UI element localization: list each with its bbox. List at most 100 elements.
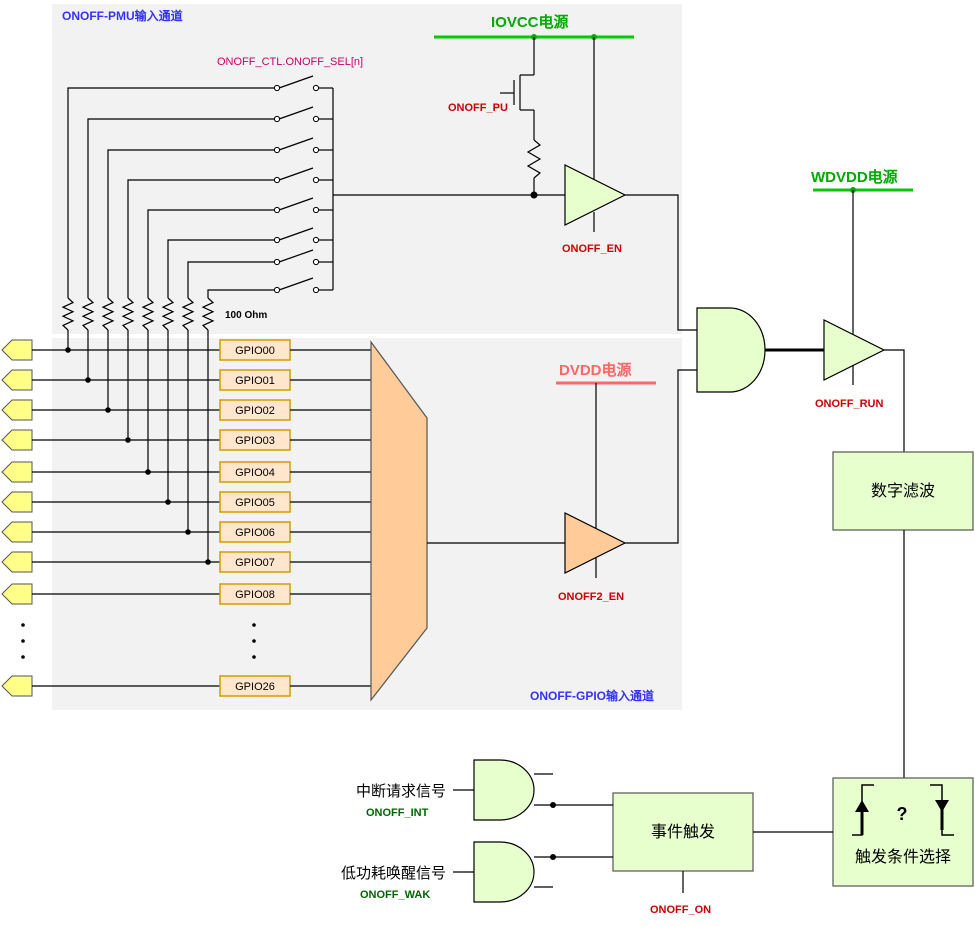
resistor-array — [61, 297, 215, 331]
switch-contact-right — [312, 146, 320, 154]
gpio-label: GPIO01 — [235, 375, 275, 387]
switch-feed-wire — [67, 87, 275, 298]
pad-junction — [165, 499, 171, 505]
pu-label: ONOFF_PU — [448, 102, 508, 114]
switch-blade — [278, 227, 314, 241]
pad-junction — [205, 559, 211, 565]
wak-label: 低功耗唤醒信号 — [341, 864, 446, 882]
switch-feed-wire — [147, 209, 275, 298]
io-pad — [1, 369, 33, 391]
resistor-100ohm — [61, 297, 75, 331]
gpio-label: GPIO02 — [235, 405, 275, 417]
en2-label: ONOFF2_EN — [558, 591, 624, 603]
gpio-label: GPIO04 — [235, 467, 275, 479]
pullup-resistor — [526, 139, 542, 179]
io-pad — [1, 429, 33, 451]
io-pad — [1, 461, 33, 483]
switch-blade — [278, 197, 314, 211]
resistor-100ohm — [161, 297, 175, 331]
switch-blade — [278, 249, 314, 263]
dvdd-label: DVDD电源 — [559, 361, 632, 379]
switch-contact-right — [312, 286, 320, 294]
buffer-to-and-wire-a — [625, 194, 697, 331]
pad-junction — [105, 407, 111, 413]
gpio-label: GPIO07 — [235, 557, 275, 569]
resistor-100ohm — [181, 297, 195, 331]
pad-junction — [65, 347, 71, 353]
pad-junction — [185, 529, 191, 535]
iovcc-buffer — [564, 164, 627, 226]
switch-contact-right — [312, 258, 320, 266]
pad-junction — [125, 437, 131, 443]
trigger-select-block — [832, 777, 974, 887]
gpio-ellipsis — [252, 623, 256, 659]
io-pad — [1, 491, 33, 513]
gpio-mux — [370, 340, 428, 702]
iovcc-label: IOVCC电源 — [491, 13, 569, 31]
ohm-label: 100 Ohm — [225, 310, 267, 321]
gpio-region-title: ONOFF-GPIO输入通道 — [530, 688, 654, 703]
buffer-to-and-wire-b — [625, 369, 697, 544]
io-pad — [1, 399, 33, 421]
switch-feed-wire — [207, 289, 275, 298]
switch-contact-right — [312, 176, 320, 184]
switch-contact-left — [273, 258, 281, 266]
dvdd-buffer — [564, 512, 627, 574]
gpio-array: GPIO00GPIO01GPIO02GPIO03GPIO04GPIO05GPIO… — [1, 330, 371, 697]
on-label: ONOFF_ON — [650, 904, 711, 916]
pmu-region-title: ONOFF-PMU输入通道 — [62, 8, 183, 23]
resistor-100ohm — [201, 297, 215, 331]
int-sublabel: ONOFF_INT — [366, 807, 429, 819]
trigger-select-label: 触发条件选择 — [855, 847, 951, 866]
run-label: ONOFF_RUN — [815, 398, 884, 410]
switch-contact-right — [312, 206, 320, 214]
resistor-100ohm — [101, 297, 115, 331]
digital-filter-block — [832, 451, 974, 531]
pad-ellipsis — [21, 623, 25, 659]
falling-edge-icon — [930, 784, 954, 836]
pad-junction — [85, 377, 91, 383]
wdvdd-label: WDVDD电源 — [811, 168, 898, 186]
io-pad — [1, 339, 33, 361]
switch-blade — [278, 75, 314, 89]
io-pad — [1, 551, 33, 573]
io-pad — [1, 521, 33, 543]
resistor-100ohm — [121, 297, 135, 331]
switch-contact-right — [312, 236, 320, 244]
and-gate-int — [473, 759, 535, 821]
switch-contact-left — [273, 176, 281, 184]
wak-junction — [550, 854, 556, 860]
switch-contact-right — [312, 115, 320, 123]
pad-junction — [145, 469, 151, 475]
switch-feed-wire — [87, 118, 275, 298]
switch-feed-wire — [127, 179, 275, 298]
en-label: ONOFF_EN — [562, 243, 622, 255]
io-pad — [1, 675, 33, 697]
switch-contact-left — [273, 286, 281, 294]
io-pad — [1, 583, 33, 605]
gpio-label: GPIO26 — [235, 681, 275, 693]
gpio-label: GPIO06 — [235, 527, 275, 539]
event-trigger-label: 事件触发 — [651, 822, 715, 841]
gpio-label: GPIO08 — [235, 589, 275, 601]
switch-contact-left — [273, 146, 281, 154]
gpio-label: GPIO03 — [235, 435, 275, 447]
switch-contact-left — [273, 206, 281, 214]
and-gate-wak — [473, 841, 535, 903]
rising-edge-icon — [852, 784, 874, 836]
switch-blade — [278, 106, 314, 120]
switch-contact-right — [312, 84, 320, 92]
trigger-question: ? — [897, 804, 908, 824]
gpio-label: GPIO00 — [235, 345, 275, 357]
switch-blade — [278, 167, 314, 181]
switch-blade — [278, 277, 314, 291]
run-buffer — [823, 319, 886, 381]
int-label: 中断请求信号 — [356, 782, 446, 800]
switch-feed-wire — [187, 261, 275, 298]
event-trigger-block — [612, 792, 754, 872]
switch-contact-left — [273, 115, 281, 123]
digital-filter-label: 数字滤波 — [871, 481, 935, 500]
resistor-100ohm — [141, 297, 155, 331]
